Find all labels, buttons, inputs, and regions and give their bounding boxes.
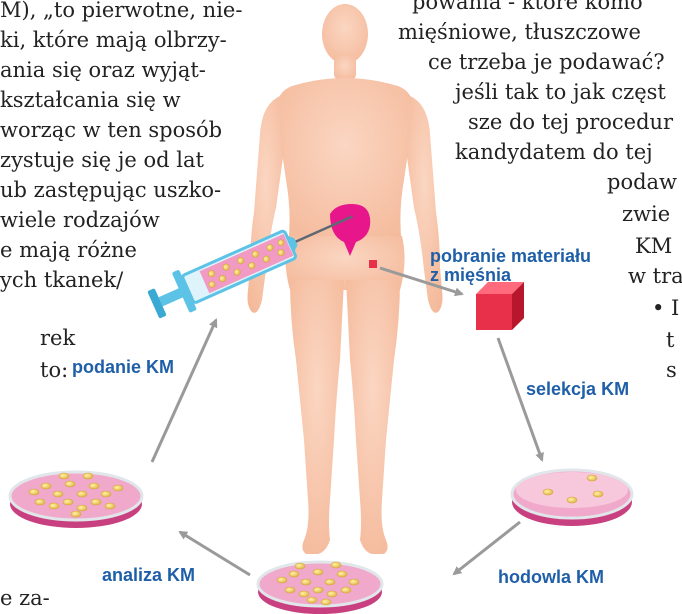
arrow-cube-to-selection <box>498 338 542 460</box>
petri-dish-analysis <box>10 472 142 528</box>
arrow-analysis-to-syringe <box>152 320 216 462</box>
petri-dish-culture <box>258 562 382 614</box>
muscle-tissue-cube <box>476 282 524 330</box>
label-hodowla: hodowla KM <box>498 568 604 587</box>
label-selekcja: selekcja KM <box>526 380 629 399</box>
label-podanie: podanie KM <box>72 358 174 377</box>
petri-dish-selection <box>512 470 632 526</box>
label-pobranie-line2: z mięśnia <box>430 266 591 285</box>
muscle-sample-marker <box>369 260 377 268</box>
label-pobranie: pobranie materiału z mięśnia <box>430 247 591 285</box>
label-pobranie-line1: pobranie materiału <box>430 247 591 266</box>
label-analiza: analiza KM <box>102 566 195 585</box>
